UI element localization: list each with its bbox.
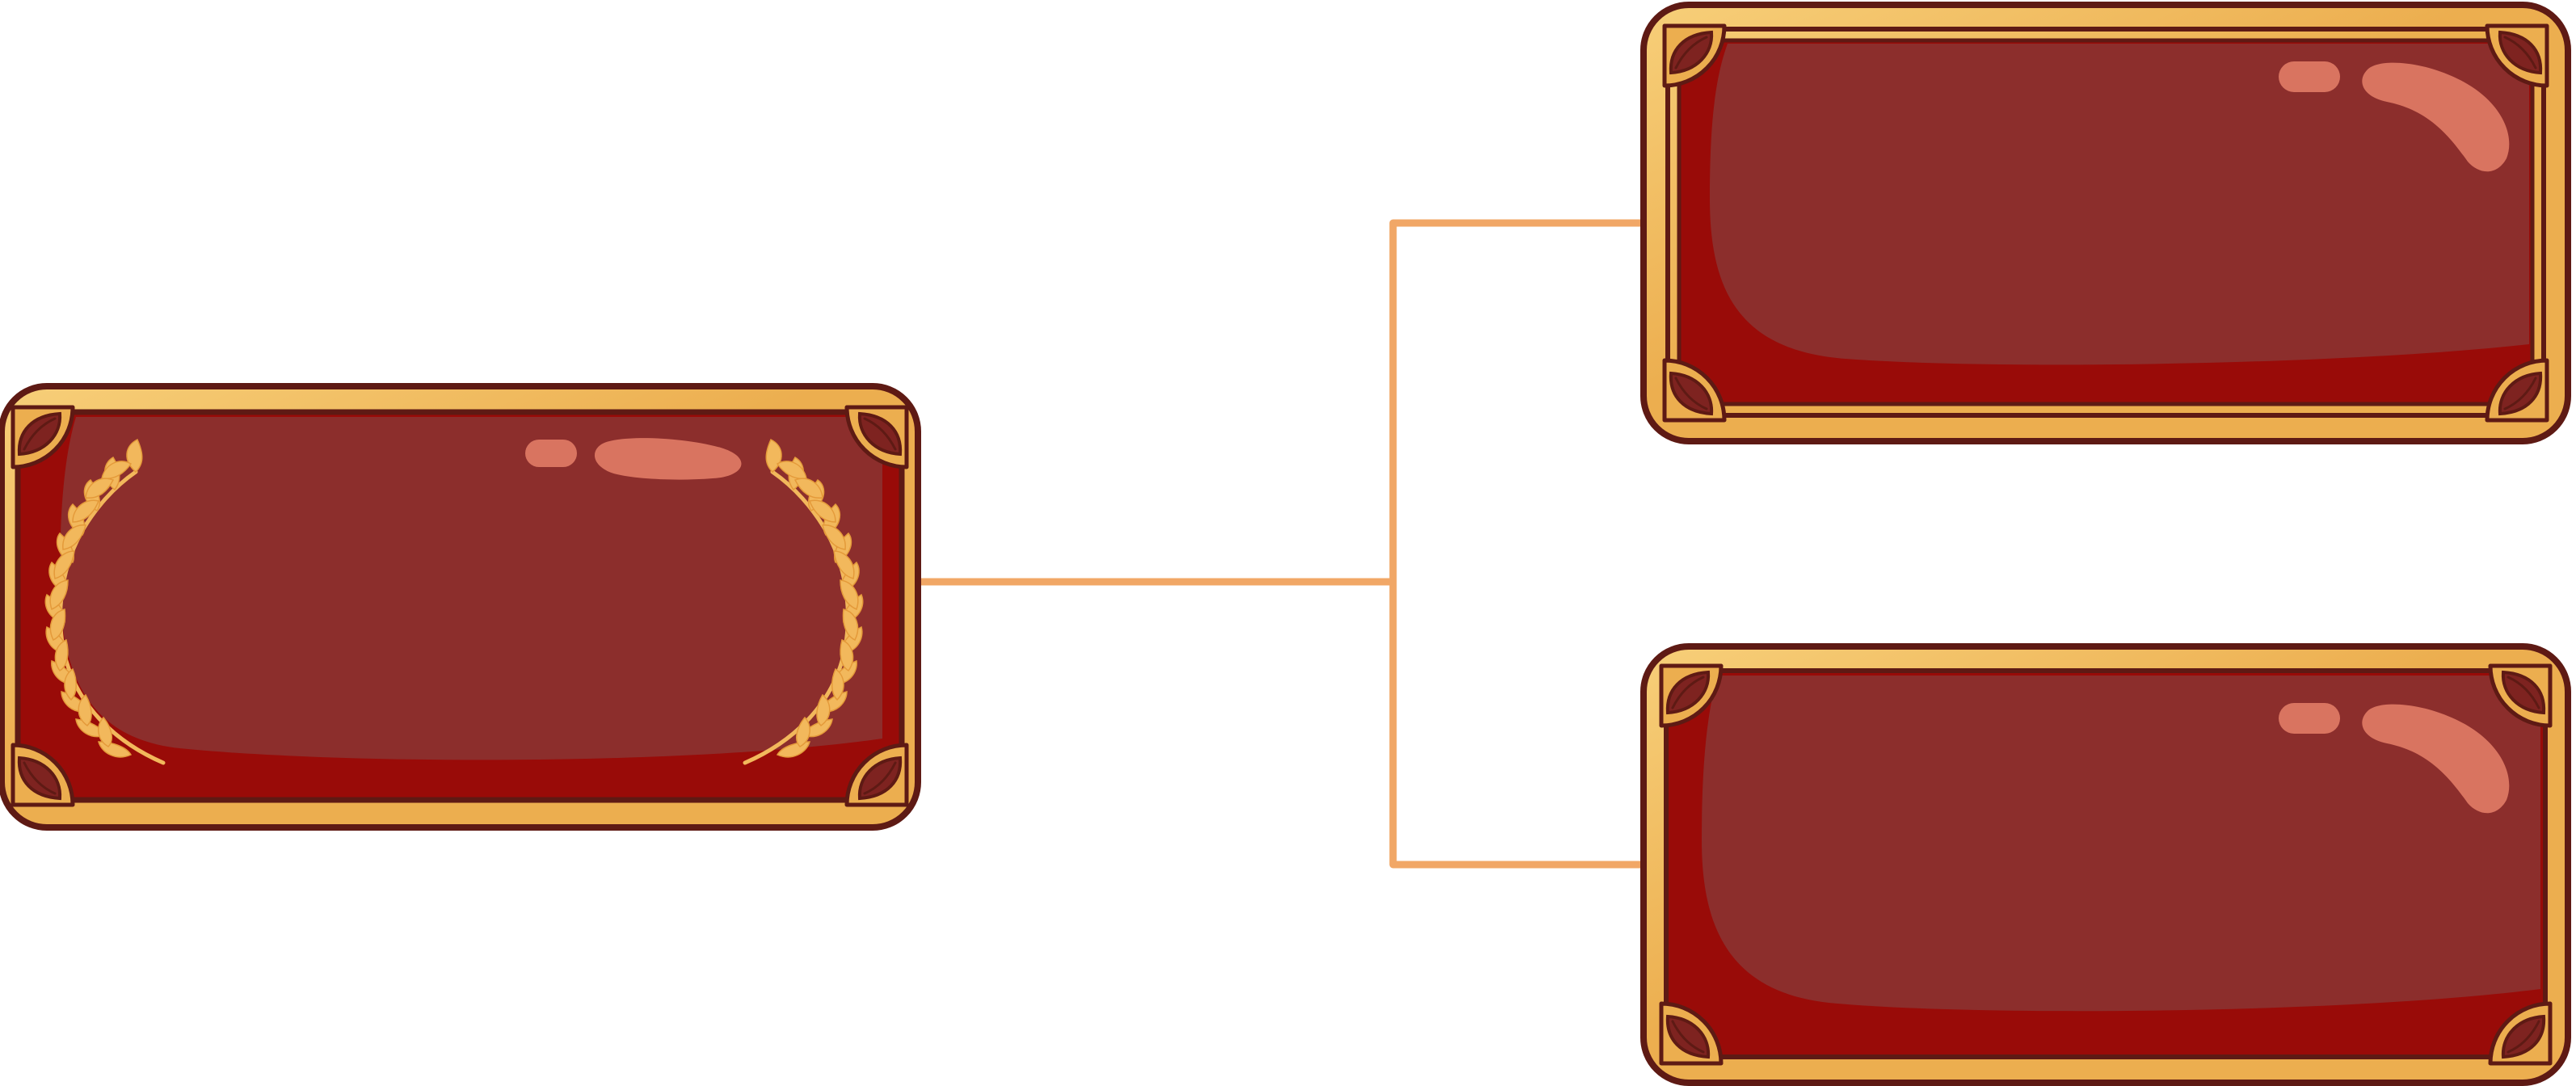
node-branch-bottom[interactable] [1640,643,2571,1086]
gloss-highlight-icon [2279,61,2510,172]
laurel-left [44,438,166,765]
laurel-right [743,438,864,765]
connector-lines [915,219,1644,869]
gloss-highlight-icon [525,438,742,480]
node-branch-bottom-panel-sheen [1702,676,2540,1012]
connector-junction-to-bottom [1389,578,1644,869]
connector-junction-to-top [1389,219,1644,586]
gloss-highlight-icon [2279,703,2510,814]
node-root-panel-sheen [60,417,882,760]
node-branch-top-panel-sheen [1710,44,2529,365]
node-branch-top[interactable] [1640,2,2571,444]
node-branch-top-inner-border [1665,27,2546,418]
laurel-wreath-icon [44,438,864,765]
node-root[interactable] [0,383,921,831]
